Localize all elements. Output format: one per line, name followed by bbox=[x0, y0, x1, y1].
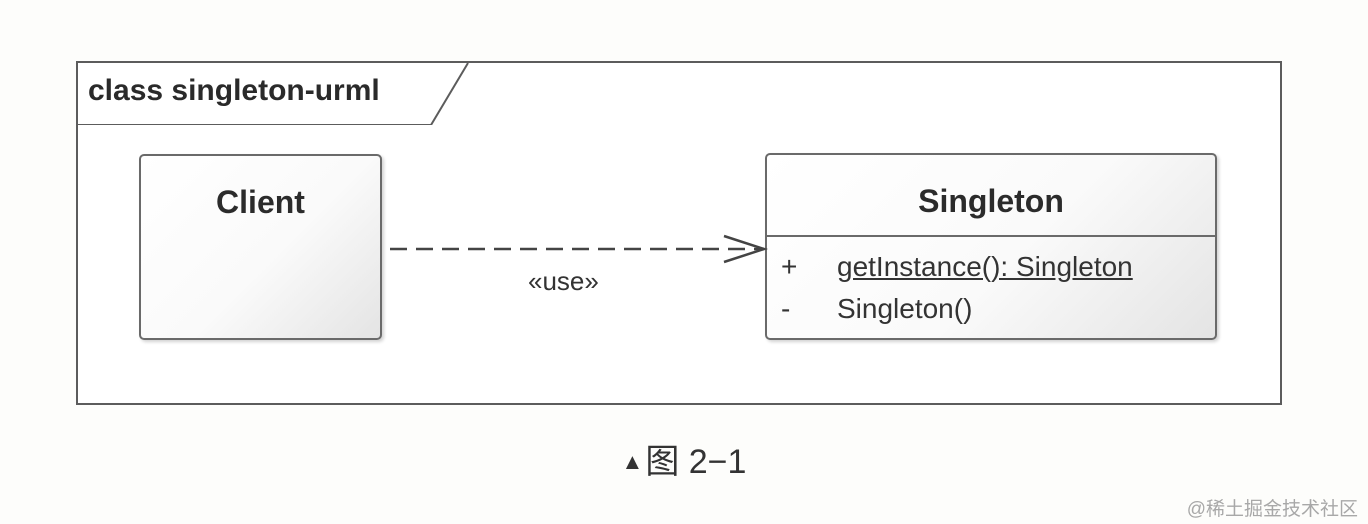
operation-signature: getInstance(): Singleton bbox=[837, 251, 1133, 282]
operations-compartment-divider bbox=[767, 235, 1215, 237]
triangle-marker-icon: ▲ bbox=[621, 449, 644, 474]
client-class[interactable]: Client bbox=[139, 154, 382, 340]
client-class-name: Client bbox=[216, 184, 305, 220]
operation-get-instance[interactable]: + getInstance(): Singleton bbox=[767, 251, 1215, 287]
dependency-stereotype: «use» bbox=[528, 266, 599, 296]
operation-signature: Singleton() bbox=[837, 293, 973, 324]
figure-caption: ▲图 2−1 bbox=[0, 434, 1368, 483]
visibility-private: - bbox=[781, 293, 791, 324]
operation-constructor[interactable]: - Singleton() bbox=[767, 293, 1215, 329]
frame-title: class singleton-urml bbox=[88, 74, 380, 107]
singleton-class-name: Singleton bbox=[918, 183, 1064, 219]
caption-text: 图 2−1 bbox=[645, 443, 747, 481]
watermark: @稀土掘金技术社区 bbox=[1186, 499, 1358, 520]
frame-name-tab bbox=[76, 61, 470, 125]
singleton-class[interactable]: Singleton + getInstance(): Singleton - S… bbox=[765, 153, 1217, 340]
visibility-public: + bbox=[781, 251, 798, 282]
